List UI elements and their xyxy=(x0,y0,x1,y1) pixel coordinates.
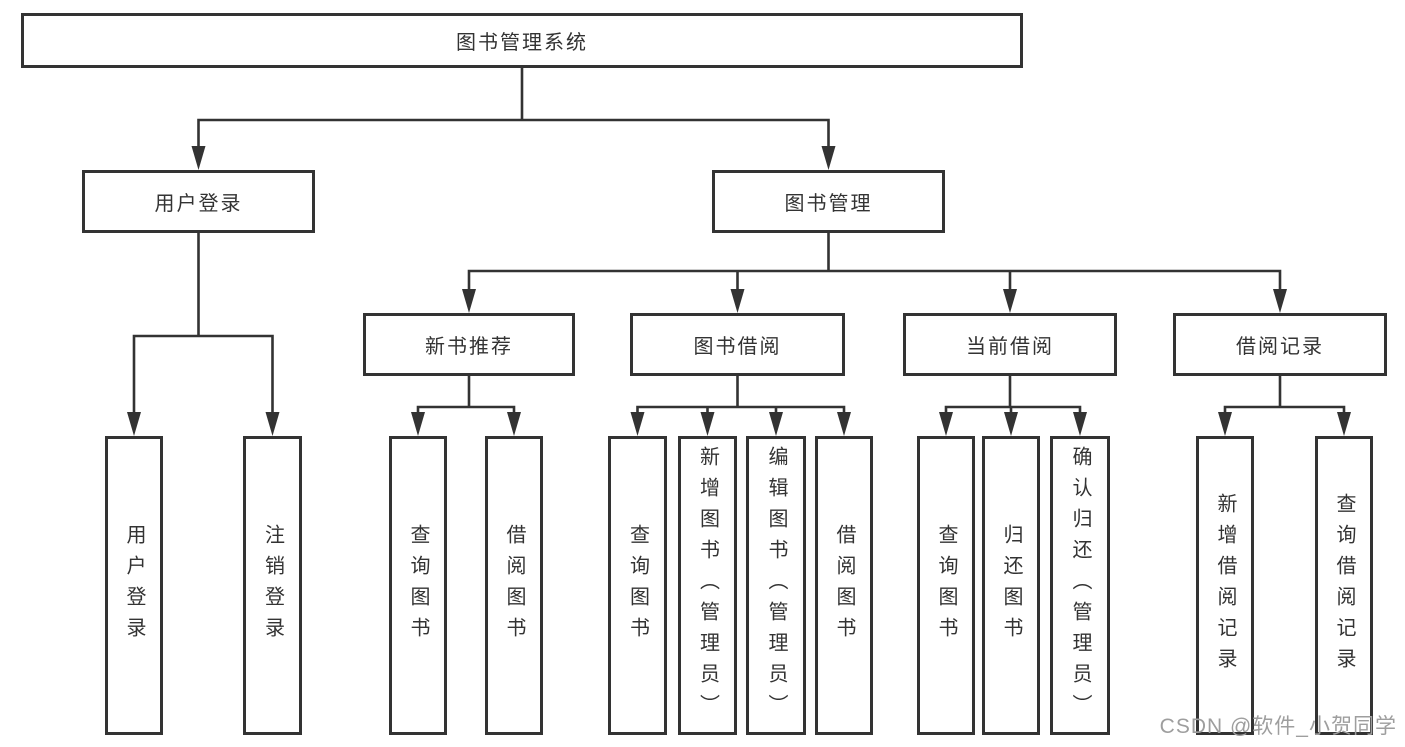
node-book-borrowing-label: 图书借阅 xyxy=(693,336,782,358)
leaf-add-books-admin: 新增图书（管理员） xyxy=(678,436,737,735)
node-current-borrowing: 当前借阅 xyxy=(903,313,1117,376)
leaf-logout: 注销登录 xyxy=(243,436,302,735)
leaf-query-books-borrowing-label: 查询图书 xyxy=(626,523,649,648)
leaf-user-login: 用户登录 xyxy=(105,436,163,735)
leaf-query-books-recommend: 查询图书 xyxy=(389,436,447,735)
leaf-query-books-current-label: 查询图书 xyxy=(935,523,957,648)
leaf-return-books-label: 归还图书 xyxy=(1000,523,1022,648)
node-user-login-branch: 用户登录 xyxy=(82,170,315,233)
leaf-edit-books-admin-label: 编辑图书（管理员） xyxy=(765,446,787,725)
leaf-query-borrow-record: 查询借阅记录 xyxy=(1315,436,1373,735)
node-borrowing-records-label: 借阅记录 xyxy=(1236,336,1324,358)
node-book-management-label: 图书管理 xyxy=(784,193,873,215)
leaf-edit-books-admin: 编辑图书（管理员） xyxy=(746,436,806,735)
leaf-add-borrow-record: 新增借阅记录 xyxy=(1196,436,1254,735)
leaf-query-borrow-record-label: 查询借阅记录 xyxy=(1333,492,1355,679)
leaf-confirm-return-admin-label: 确认归还（管理员） xyxy=(1069,446,1091,725)
leaf-borrow-books-borrowing: 借阅图书 xyxy=(815,436,873,735)
leaf-query-books-borrowing: 查询图书 xyxy=(608,436,667,735)
node-user-login-branch-label: 用户登录 xyxy=(154,193,243,215)
node-borrowing-records: 借阅记录 xyxy=(1173,313,1387,376)
node-current-borrowing-label: 当前借阅 xyxy=(966,336,1054,358)
leaf-user-login-label: 用户登录 xyxy=(123,523,145,648)
leaf-query-books-recommend-label: 查询图书 xyxy=(407,523,429,648)
leaf-add-books-admin-label: 新增图书（管理员） xyxy=(696,446,719,725)
node-root: 图书管理系统 xyxy=(21,13,1023,68)
node-book-borrowing: 图书借阅 xyxy=(630,313,845,376)
node-book-management: 图书管理 xyxy=(712,170,945,233)
leaf-logout-label: 注销登录 xyxy=(261,523,284,648)
leaf-query-books-current: 查询图书 xyxy=(917,436,975,735)
leaf-borrow-books-borrowing-label: 借阅图书 xyxy=(833,523,855,648)
leaf-borrow-books-recommend-label: 借阅图书 xyxy=(503,523,525,648)
node-new-book-recommend: 新书推荐 xyxy=(363,313,575,376)
node-new-book-recommend-label: 新书推荐 xyxy=(425,336,513,358)
leaf-confirm-return-admin: 确认归还（管理员） xyxy=(1050,436,1110,735)
node-root-label: 图书管理系统 xyxy=(456,32,588,54)
leaf-borrow-books-recommend: 借阅图书 xyxy=(485,436,543,735)
leaf-add-borrow-record-label: 新增借阅记录 xyxy=(1214,492,1236,679)
leaf-return-books: 归还图书 xyxy=(982,436,1040,735)
